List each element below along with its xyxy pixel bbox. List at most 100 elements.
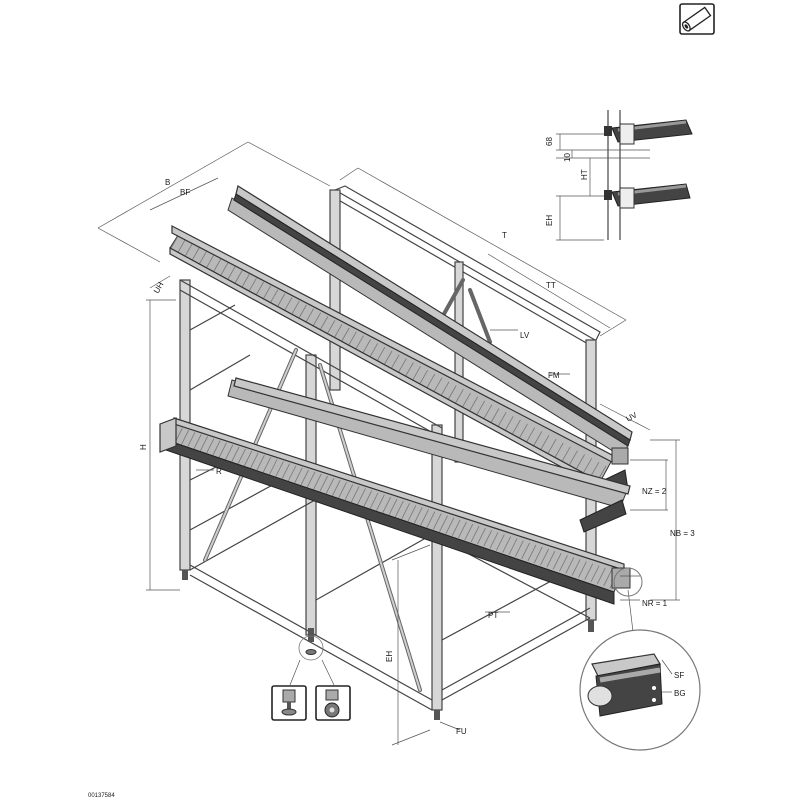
roller (319, 475, 328, 493)
roller (405, 362, 414, 377)
roller (546, 550, 556, 568)
roller (191, 247, 200, 262)
roller (274, 461, 284, 478)
roller (382, 496, 392, 514)
dim-10-label: 10 (563, 153, 572, 162)
roller (578, 561, 587, 578)
roller (340, 327, 350, 343)
roller (426, 373, 436, 389)
label-nr: NR = 1 (642, 599, 668, 608)
roller (312, 473, 322, 491)
roller (426, 511, 436, 528)
label-uv: UV (625, 410, 640, 424)
label-fm: FM (548, 371, 560, 380)
label-t: T (502, 231, 507, 240)
dim-68-label: 68 (545, 137, 554, 146)
label-bf: BF (180, 188, 190, 197)
roller (186, 432, 196, 449)
roller (576, 454, 585, 469)
roller (369, 343, 379, 358)
leveling-foot-icon (271, 685, 307, 721)
label-b: B (165, 178, 170, 187)
roller (527, 544, 537, 562)
roller (326, 320, 336, 335)
roller (169, 235, 179, 251)
roller (407, 505, 417, 522)
roller (300, 469, 309, 486)
roller (198, 251, 207, 266)
roller (464, 523, 474, 541)
roller (283, 297, 293, 312)
roller (333, 323, 343, 339)
roller (462, 392, 471, 408)
roller (176, 239, 186, 255)
roller (552, 553, 562, 570)
roller (440, 381, 450, 396)
roller (412, 366, 421, 381)
roller (376, 346, 386, 362)
roller (439, 515, 448, 532)
roller (306, 471, 316, 489)
dimension-lines (97, 141, 680, 746)
roller (281, 463, 291, 480)
roller (338, 482, 347, 499)
roller (248, 277, 257, 293)
roller (483, 404, 493, 419)
upper-rear-conveyor (227, 185, 633, 459)
roller (255, 281, 264, 297)
roller (445, 517, 455, 534)
roller (521, 542, 530, 559)
label-r: R (216, 467, 222, 476)
label-pt: PT (488, 611, 498, 620)
roller (357, 488, 366, 505)
label-sf: SF (674, 671, 684, 680)
roller (469, 396, 478, 412)
label-tt: TT (546, 281, 556, 290)
roller (419, 369, 429, 385)
label-fu: FU (456, 727, 467, 736)
caster-wheel-icon (315, 685, 351, 721)
roller (390, 354, 400, 370)
roller (205, 438, 215, 455)
roller (533, 431, 543, 446)
roller (554, 442, 564, 458)
roller (369, 492, 379, 509)
roller (583, 458, 593, 473)
roller (268, 459, 278, 476)
roller (590, 565, 600, 582)
roller (526, 427, 536, 442)
roller (376, 494, 385, 512)
roller (218, 442, 227, 459)
roller (305, 308, 314, 324)
roller (256, 455, 265, 472)
roller (290, 300, 300, 316)
roller (590, 461, 600, 477)
roller (388, 498, 398, 516)
roller (224, 444, 234, 461)
label-h: H (139, 444, 148, 450)
roller (490, 408, 500, 423)
roller (363, 490, 373, 507)
dim-ht-label: HT (580, 169, 589, 180)
roller (262, 457, 272, 474)
roller (344, 484, 354, 501)
roller (249, 452, 259, 470)
roller (447, 385, 457, 400)
roller (519, 423, 528, 439)
label-nz: NZ = 2 (642, 487, 667, 496)
document-id: 00137584 (88, 793, 115, 799)
tube-profile-icon (679, 3, 715, 35)
roller (561, 446, 571, 462)
roller (477, 528, 486, 545)
roller (584, 563, 594, 580)
middle-conveyor (227, 377, 631, 533)
roller (243, 450, 253, 468)
lower-conveyor (159, 417, 631, 605)
shelf-spacing-detail: 68 10 HT EH (545, 110, 693, 241)
roller (394, 500, 404, 518)
roller (514, 540, 524, 557)
roller (540, 548, 549, 566)
roller (192, 434, 202, 451)
roller (569, 450, 578, 465)
label-bg: BG (674, 689, 686, 698)
